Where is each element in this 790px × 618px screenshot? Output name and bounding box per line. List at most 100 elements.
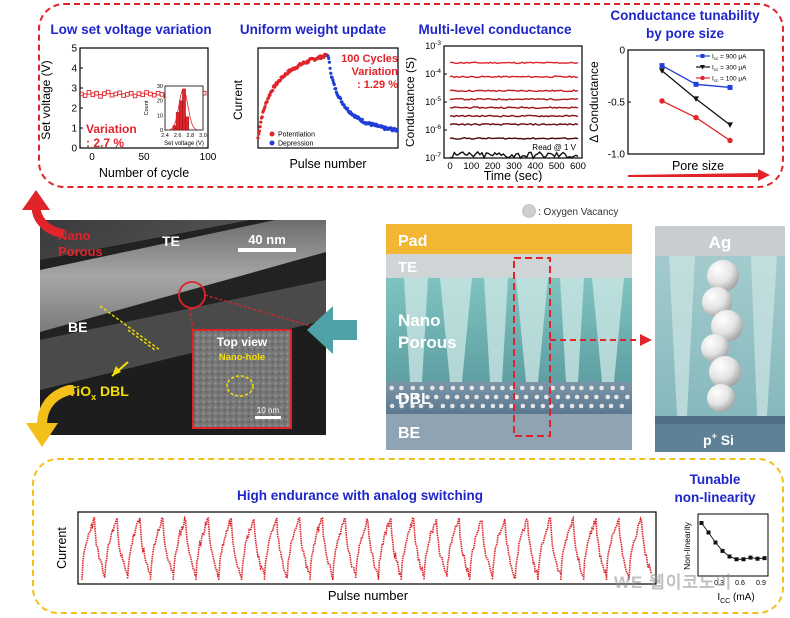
- top-results-frame: [38, 3, 784, 188]
- oxygen-vacancy: [410, 403, 415, 409]
- oxygen-vacancy: [570, 385, 576, 391]
- tem-porous-label: Porous: [58, 244, 103, 259]
- be-layer: [386, 414, 632, 450]
- oxygen-vacancy: [550, 385, 556, 391]
- conductance-level-line: [449, 150, 579, 160]
- weight-update-chart: Current Pulse number 100 Cycles Variatio…: [231, 47, 399, 171]
- selected-pore-box: [513, 257, 551, 437]
- inset-xtick-label: 3.0: [199, 133, 207, 139]
- endurance-cycle-trace: [514, 517, 539, 580]
- conductance-level-line: [449, 122, 579, 126]
- potentiation-point: [259, 120, 263, 124]
- inset-xlabel: Set voltage (V): [164, 141, 204, 147]
- set-voltage-point: [113, 91, 119, 97]
- set-voltage-point: [148, 91, 153, 97]
- pad-layer: [386, 224, 632, 254]
- endurance-cycle-trace: [149, 517, 174, 581]
- potentiation-point: [260, 115, 264, 119]
- oxygen-vacancy: [425, 394, 430, 400]
- weight-update-title: Uniform weight update: [239, 22, 387, 37]
- oxygen-vacancy: [578, 403, 584, 409]
- nonlinearity-ylabel: Non-linearity: [682, 521, 692, 569]
- multilevel-xtick-label: 100: [463, 161, 479, 172]
- inset-histogram-bar: [185, 116, 189, 131]
- oxygen-vacancy: [414, 394, 419, 400]
- nonlinearity-point: [741, 557, 746, 562]
- yellow-curved-arrow: [26, 385, 76, 447]
- ag-label: Ag: [709, 233, 732, 252]
- nonlinearity-point: [699, 520, 704, 525]
- tunability-legend-marker: [700, 75, 705, 81]
- nonlinearity-xtick-label: 0.3: [714, 580, 724, 587]
- set-voltage-point: [136, 91, 142, 96]
- nanopore: [440, 278, 472, 382]
- oxygen-vacancy: [589, 403, 594, 409]
- oxygen-vacancy: [559, 403, 565, 409]
- multilevel-ytick-label: 10-5: [425, 96, 441, 107]
- weight-update-annotation-line1: 100 Cycles: [341, 53, 398, 65]
- legend-potentiation: Potentiation: [278, 132, 315, 139]
- nonlinearity-point: [720, 548, 725, 553]
- multilevel-annotation: Read @ 1 V: [532, 143, 576, 152]
- potentiation-point: [257, 132, 261, 136]
- oxygen-vacancy: [484, 394, 490, 400]
- conductance-level-line: [449, 106, 579, 110]
- set-voltage-point: [155, 90, 161, 96]
- potentiation-point: [257, 129, 261, 133]
- tunability-point: [693, 114, 699, 121]
- tunability-xlabel: Pore size: [672, 159, 724, 173]
- oxygen-vacancy: [395, 394, 400, 400]
- tem-be-label: BE: [68, 319, 87, 335]
- multilevel-ytick-label: 10-4: [425, 68, 441, 79]
- inset-histogram-bar: [182, 88, 186, 131]
- endurance-cycle-trace: [446, 517, 471, 578]
- depression-point: [331, 78, 335, 82]
- oxygen-vacancy-icon: [522, 204, 536, 218]
- inset-title: Top view: [217, 335, 268, 349]
- tunability-point: [693, 96, 699, 102]
- inset-ytick-label: 10: [157, 113, 163, 119]
- nanopore: [592, 278, 624, 382]
- ag-sphere: [709, 356, 741, 388]
- nonlinearity-title-line2: non-linearity: [674, 490, 756, 505]
- tunability-point: [693, 81, 699, 87]
- endurance-cycle-trace: [81, 516, 106, 581]
- set-voltage-point: [128, 90, 134, 96]
- endurance-xlabel: Pulse number: [328, 588, 409, 603]
- multilevel-ytick-label: 10-6: [425, 124, 441, 135]
- endurance-cycle-trace: [218, 517, 243, 581]
- tunability-chart: -1.0-0.50 Δ Conductance Pore size Icc = …: [588, 46, 770, 181]
- inset-ytick-label: 0: [160, 128, 163, 134]
- oxygen-vacancy: [480, 403, 486, 409]
- psi-label: p+ Si: [703, 431, 734, 448]
- oxygen-vacancy: [399, 385, 404, 391]
- oxygen-vacancy: [610, 385, 615, 391]
- nanopore: [404, 278, 428, 382]
- oxygen-vacancy: [619, 385, 625, 391]
- multilevel-ytick-label: 10-3: [425, 40, 441, 51]
- weight-update-frame: [257, 47, 399, 149]
- oxygen-vacancy: [419, 385, 425, 391]
- nano-hole-outline: [226, 375, 254, 397]
- ag-sphere: [707, 384, 735, 412]
- tunability-legend-label: Icc = 900 μA: [712, 54, 747, 62]
- oxygen-vacancy: [469, 385, 475, 391]
- oxygen-vacancy: [450, 403, 455, 409]
- potentiation-point: [265, 100, 269, 104]
- tunability-point: [659, 68, 665, 74]
- oxygen-vacancy: [579, 385, 584, 391]
- oxygen-vacancy: [433, 394, 439, 400]
- oxygen-vacancy: [490, 403, 496, 409]
- oxygen-vacancy: [608, 403, 614, 409]
- tem-dbl-label: TiOx DBL: [68, 383, 129, 402]
- set-voltage-frame: [79, 47, 209, 149]
- tem-nano-label: Nano: [58, 228, 91, 243]
- conductance-level-line: [449, 75, 579, 79]
- depression-point: [395, 129, 399, 133]
- tem-te-label: TE: [162, 233, 180, 249]
- set-voltage-point: [117, 90, 122, 96]
- nonlinearity-point: [748, 555, 753, 560]
- oxygen-vacancy: [498, 403, 504, 409]
- oxygen-vacancy: [540, 403, 546, 409]
